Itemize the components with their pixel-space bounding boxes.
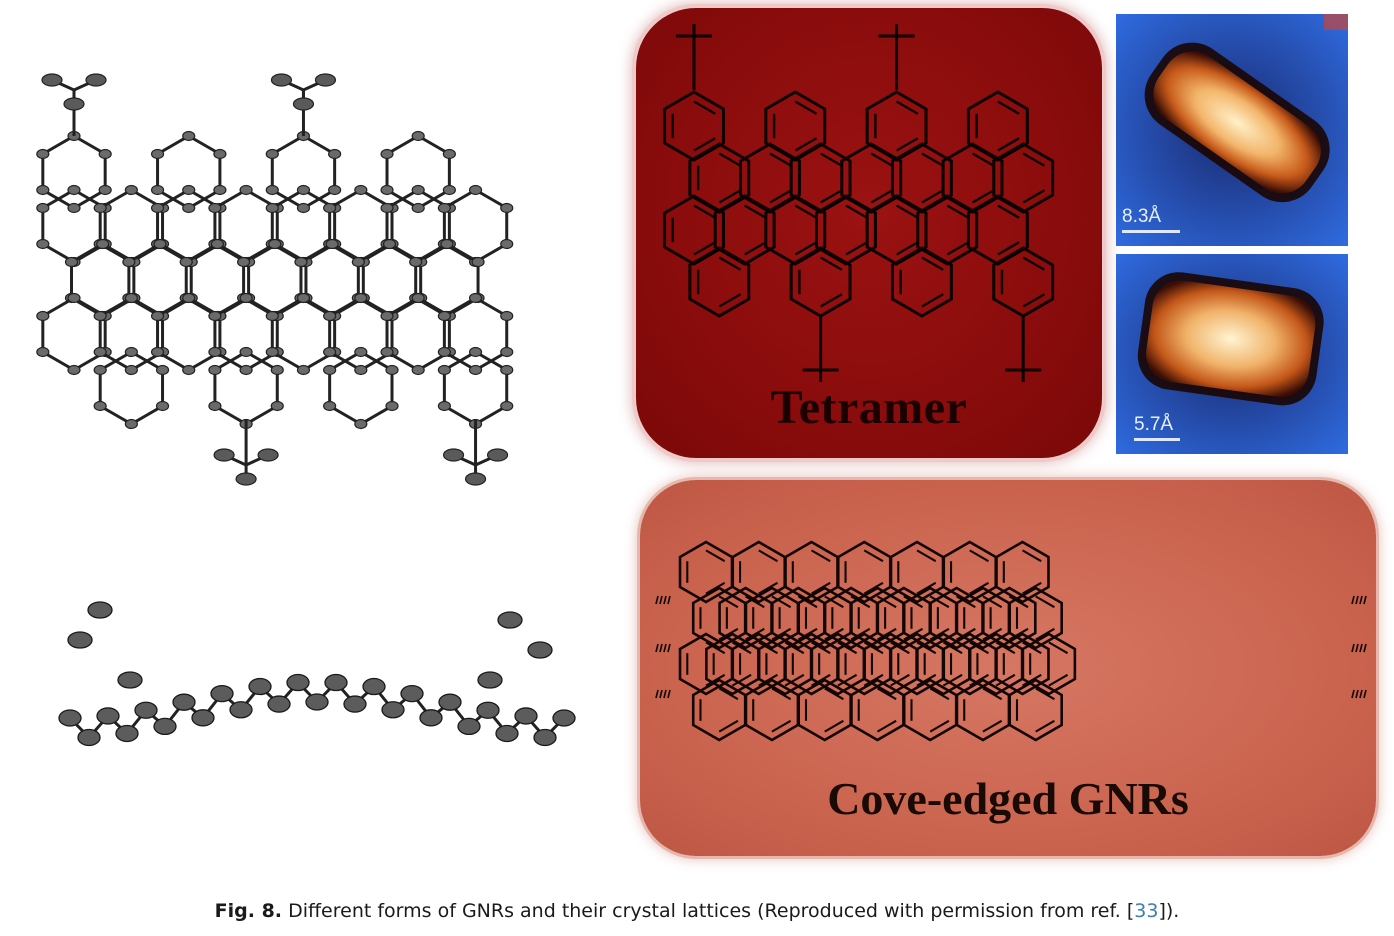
figure-number: Fig. 8. [214, 900, 283, 922]
tetramer-structure [663, 24, 1055, 382]
crystal-structure-side-view [40, 580, 600, 810]
ring [982, 586, 1037, 650]
cove-edged-gnr-panel: Cove-edged GNRs [640, 480, 1376, 856]
crystal-structure-top-view [14, 60, 614, 500]
cove-edged-structure [655, 540, 1367, 742]
ring [995, 540, 1050, 604]
ring [1008, 678, 1063, 742]
ring [688, 246, 751, 318]
caption-text-end: ]). [1158, 900, 1180, 922]
reference-link[interactable]: 33 [1134, 900, 1159, 922]
tetramer-panel: Tetramer [636, 8, 1102, 458]
ring [1021, 632, 1077, 696]
ring [1008, 586, 1063, 650]
stm-image-bottom: 5.7Å [1116, 254, 1348, 454]
stm-top-scalebar [1122, 230, 1180, 233]
stm-image-top: 8.3Å [1116, 14, 1348, 246]
figure: Tetramer 8.3Å [14, 8, 1376, 856]
caption-text: Different forms of GNRs and their crysta… [288, 900, 1135, 922]
figure-caption: Fig. 8. Different forms of GNRs and thei… [0, 900, 1394, 922]
crystal-top-svg [36, 73, 514, 486]
stm-top-graphic [1116, 14, 1348, 246]
ring [995, 632, 1050, 696]
tetramer-label: Tetramer [770, 381, 968, 434]
ring [890, 246, 953, 318]
stm-top-scale-label: 8.3Å [1122, 206, 1162, 227]
stm-bottom-scalebar [1134, 438, 1180, 441]
crystal-side-svg [58, 601, 576, 747]
stm-bottom-graphic [1116, 254, 1348, 454]
cove-edged-label: Cove-edged GNRs [827, 773, 1189, 824]
stm-bottom-scale-label: 5.7Å [1134, 414, 1174, 435]
